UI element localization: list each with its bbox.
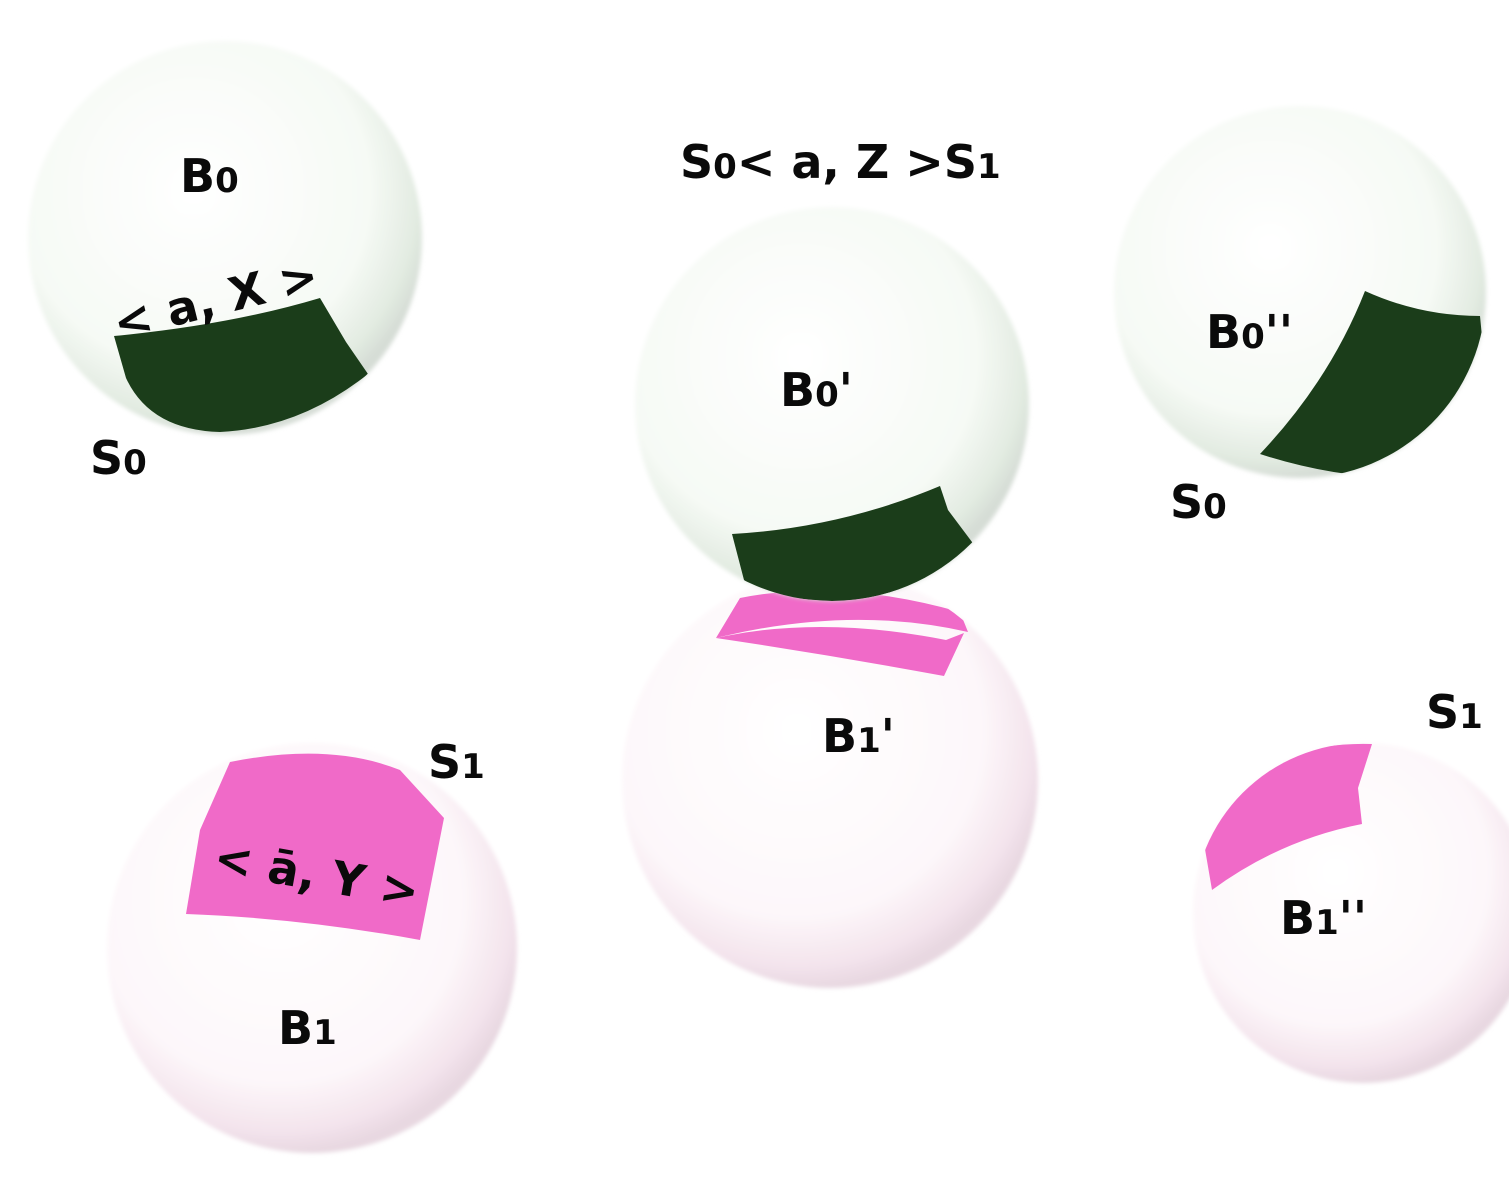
label-site-s1-right: S1: [1426, 685, 1483, 739]
label-site-s0-right: S0: [1170, 475, 1227, 529]
label-b1-prime: B1': [822, 709, 895, 763]
label-s0-a-z-s1: S0< a, Z >S1: [680, 135, 1001, 189]
patch-a-z: [732, 486, 975, 601]
sphere-b1: [107, 743, 517, 1153]
sphere-b0: [28, 41, 422, 435]
sphere-b0-prime: [635, 207, 1029, 601]
patch-b1-prime: [716, 626, 964, 676]
label-site-s1-left: S1: [428, 735, 485, 789]
sphere-b1-prime: [622, 572, 1038, 988]
label-b0: B0: [180, 149, 239, 203]
label-b1: B1: [278, 1001, 337, 1055]
sphere-b0-double-prime: [1114, 106, 1486, 478]
label-site-s0-left: S0: [90, 431, 147, 485]
patch-a-bar-y: [186, 753, 444, 940]
patch-a-x: [114, 298, 368, 432]
label-b1-double-prime: B1'': [1280, 891, 1367, 945]
label-b0-prime: B0': [780, 363, 853, 417]
label-b0-double-prime: B0'': [1206, 305, 1293, 359]
